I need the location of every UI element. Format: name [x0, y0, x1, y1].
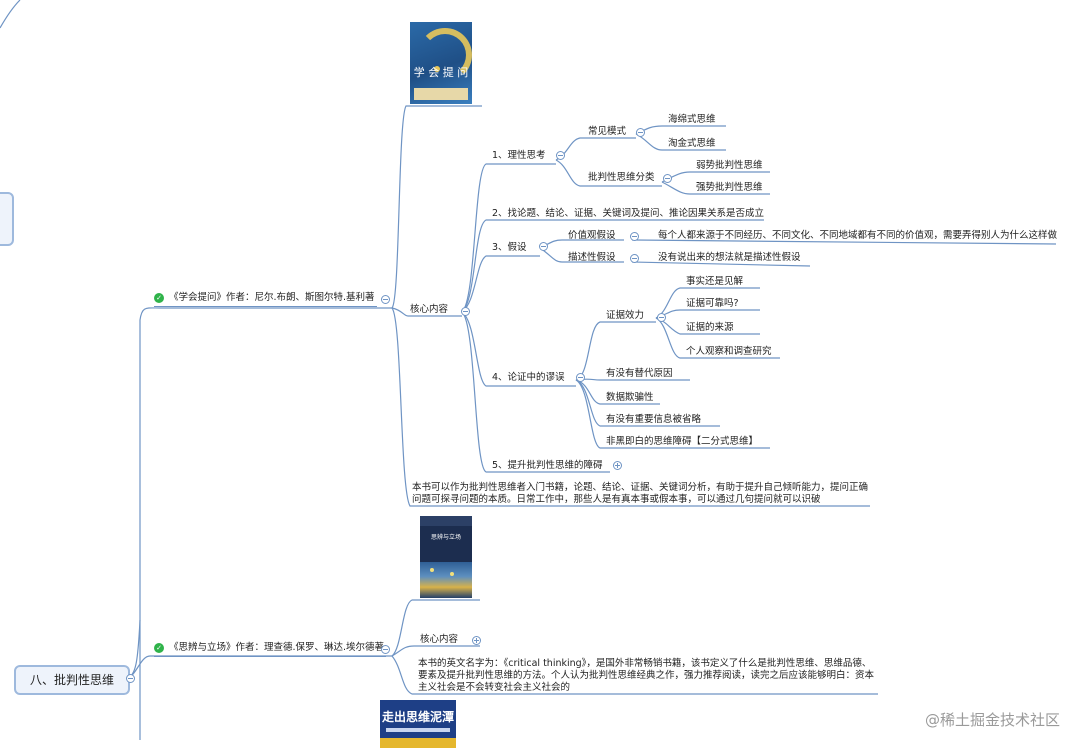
leaf-fallacy-2[interactable]: 数据欺骗性	[606, 392, 654, 403]
watermark: @稀土掘金技术社区	[924, 711, 1060, 729]
collapse-icon[interactable]	[576, 373, 585, 382]
book2-summary: 本书的英文名字为：《critical thinking》，是国外非常畅销书籍，该…	[418, 658, 875, 693]
book-node-critical-thinking[interactable]: ✓《思辨与立场》作者：理查德.保罗、琳达.埃尔德著	[154, 642, 387, 657]
check-icon: ✓	[154, 642, 164, 653]
leaf-fallacy-4[interactable]: 非黑即白的思维障碍【二分式思维】	[606, 436, 759, 447]
cover-title: 学 会 提 问	[413, 66, 469, 79]
core-content-node-2[interactable]: 核心内容	[420, 634, 459, 645]
root-node[interactable]: 八、批判性思维	[14, 665, 130, 695]
cover-title: 思辨与立场	[430, 534, 461, 541]
node-critical-categories[interactable]: 批判性思维分类	[588, 172, 655, 183]
leaf-kind-1[interactable]: 弱势批判性思维	[696, 160, 763, 171]
node-value-assumption[interactable]: 价值观假设	[568, 230, 616, 241]
book-cover-3: 走出思维泥潭	[380, 700, 456, 748]
collapse-icon[interactable]	[663, 174, 672, 183]
leaf-mode-2[interactable]: 淘金式思维	[668, 138, 716, 149]
check-icon: ✓	[154, 292, 164, 303]
collapse-icon[interactable]	[657, 313, 666, 322]
leaf-fallacy-3[interactable]: 有没有重要信息被省略	[606, 414, 702, 425]
node-common-modes[interactable]: 常见模式	[588, 126, 627, 137]
book-node-learn-to-ask[interactable]: ✓《学会提问》作者：尼尔.布朗、斯图尔特.基利著	[154, 292, 377, 307]
leaf-value-detail[interactable]: 每个人都来源于不同经历、不同文化、不同地域都有不同的价值观，需要弄得别人为什么这…	[658, 230, 1058, 241]
branch-barriers[interactable]: 5、提升批判性思维的障碍	[492, 460, 603, 471]
leaf-mode-1[interactable]: 海绵式思维	[668, 114, 716, 125]
collapse-icon[interactable]	[636, 128, 645, 137]
leaf-kind-2[interactable]: 强势批判性思维	[696, 182, 763, 193]
leaf-evidence-1[interactable]: 事实还是见解	[686, 276, 744, 287]
collapse-icon[interactable]	[381, 295, 390, 304]
book-cover-critical-thinking: 思辨与立场	[420, 516, 472, 598]
branch-assumptions[interactable]: 3、假设	[492, 242, 527, 253]
collapse-icon[interactable]	[630, 254, 639, 263]
expand-icon[interactable]	[472, 636, 481, 645]
branch-rational-thinking[interactable]: 1、理性思考	[492, 150, 546, 161]
collapse-icon[interactable]	[126, 674, 135, 683]
leaf-evidence-3[interactable]: 证据的来源	[686, 322, 734, 333]
node-evidence-strength[interactable]: 证据效力	[606, 310, 645, 321]
branch-find-issues[interactable]: 2、找论题、结论、证据、关键词及提问、推论因果关系是否成立	[492, 208, 765, 219]
collapse-icon[interactable]	[381, 645, 390, 654]
leaf-evidence-4[interactable]: 个人观察和调查研究	[686, 346, 772, 357]
branch-fallacies[interactable]: 4、论证中的谬误	[492, 372, 565, 383]
collapse-icon[interactable]	[539, 242, 548, 251]
leaf-evidence-2[interactable]: 证据可靠吗?	[686, 298, 739, 309]
collapse-icon[interactable]	[461, 307, 470, 316]
core-content-node[interactable]: 核心内容	[410, 304, 449, 315]
collapse-icon[interactable]	[556, 151, 565, 160]
collapse-icon[interactable]	[630, 232, 639, 241]
book-cover-learn-to-ask: 学 会 提 问	[410, 22, 472, 104]
leaf-descriptive-detail[interactable]: 没有说出来的想法就是描述性假设	[658, 252, 801, 263]
expand-icon[interactable]	[613, 461, 622, 470]
leaf-fallacy-1[interactable]: 有没有替代原因	[606, 368, 673, 379]
cover-title: 走出思维泥潭	[381, 710, 454, 724]
cropped-node[interactable]	[0, 192, 14, 246]
book1-summary: 本书可以作为批判性思维者入门书籍，论题、结论、证据、关键词分析，有助于提升自己倾…	[412, 482, 869, 505]
node-descriptive-assumption[interactable]: 描述性假设	[568, 252, 616, 263]
